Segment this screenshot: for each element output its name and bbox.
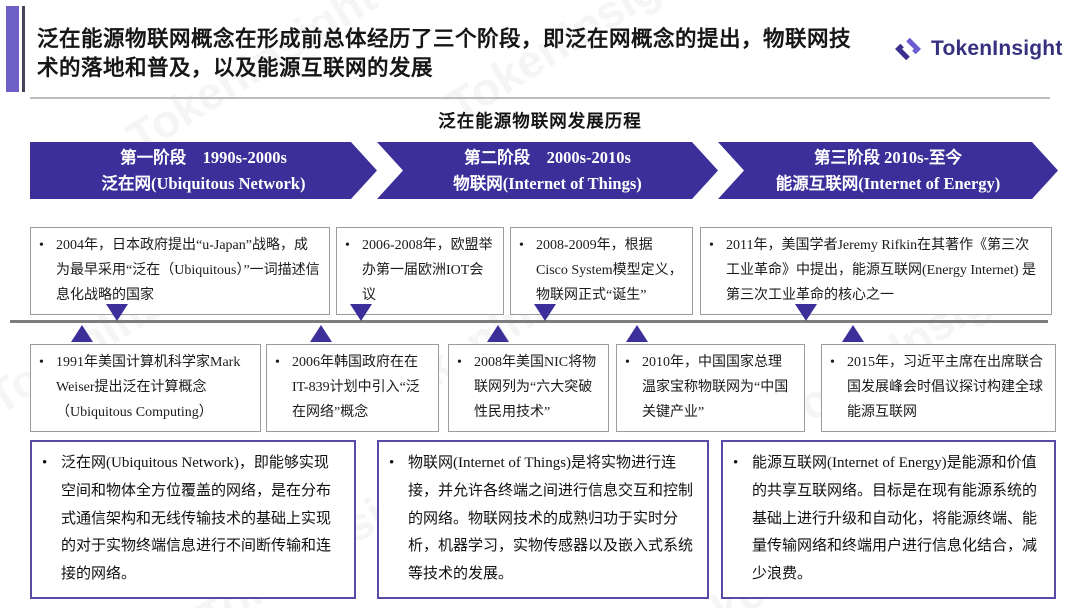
event-text: 2008年美国NIC将物联网列为“六大突破性民用技术” [474, 355, 597, 421]
definition-text: 能源互联网(Internet of Energy)是能源和价值的共享互联网络。目… [752, 455, 1038, 582]
stage-1-name: 泛在网(Ubiquitous Network) [101, 173, 306, 193]
top-event-box-2006: • 2006-2008年，欧盟举办第一届欧洲IOT会议 [336, 227, 504, 315]
stage-3-period: 第三阶段 2010s-至今 [813, 147, 963, 167]
bullet-icon: • [830, 355, 835, 370]
bullet-icon: • [625, 355, 630, 370]
stage-arrow-1: 第一阶段 1990s-2000s 泛在网(Ubiquitous Network) [30, 142, 377, 199]
event-text: 2011年，美国学者Jeremy Rifkin在其著作《第三次工业革命》中提出，… [726, 238, 1037, 304]
connector-down-triangle [106, 304, 128, 321]
bottom-event-box-2006: • 2006年韩国政府在在IT-839计划中引入“泛在网络”概念 [266, 344, 439, 432]
definition-box-internet-of-energy: • 能源互联网(Internet of Energy)是能源和价值的共享互联网络… [721, 440, 1056, 599]
timeline-axis [10, 320, 1048, 323]
definition-text: 物联网(Internet of Things)是将实物进行连接，并允许各终端之间… [408, 455, 694, 582]
definition-text: 泛在网(Ubiquitous Network)，即能够实现空间和物体全方位覆盖的… [61, 455, 332, 582]
event-text: 2015年，习近平主席在出席联合国发展峰会时倡议探讨构建全球能源互联网 [847, 355, 1043, 421]
bullet-icon: • [709, 238, 714, 253]
bullet-icon: • [345, 238, 350, 253]
event-text: 2004年，日本政府提出“u-Japan”战略，成为最早采用“泛在（Ubiqui… [56, 238, 320, 304]
diagram-title: 泛在能源物联网发展历程 [438, 111, 642, 131]
bullet-icon: • [42, 455, 48, 471]
connector-down-triangle [795, 304, 817, 321]
brand-logo: TokenInsight [893, 34, 1063, 64]
tokeninsight-logo-icon [895, 37, 921, 61]
bottom-event-box-1991: • 1991年美国计算机科学家Mark Weiser提出泛在计算概念（Ubiqu… [30, 344, 261, 432]
connector-up-triangle [71, 325, 93, 342]
top-event-box-2008: • 2008-2009年，根据Cisco System模型定义，物联网正式“诞生… [510, 227, 693, 315]
event-text: 2006-2008年，欧盟举办第一届欧洲IOT会议 [362, 238, 493, 304]
page-title-line1: 泛在能源物联网概念在形成前总体经历了三个阶段，即泛在网概念的提出，物联网技 [37, 27, 852, 51]
bullet-icon: • [519, 238, 524, 253]
event-text: 2010年，中国国家总理温家宝称物联网为“中国关键产业” [642, 355, 789, 421]
connector-down-triangle [534, 304, 556, 321]
page-title-line2: 术的落地和普及，以及能源互联网的发展 [37, 56, 434, 81]
header-accent-bar [6, 6, 19, 92]
connector-up-triangle [487, 325, 509, 342]
bottom-event-box-2010: • 2010年，中国国家总理温家宝称物联网为“中国关键产业” [616, 344, 805, 432]
top-event-box-2011: • 2011年，美国学者Jeremy Rifkin在其著作《第三次工业革命》中提… [700, 227, 1052, 315]
bullet-icon: • [275, 355, 280, 370]
top-event-box-2004: • 2004年，日本政府提出“u-Japan”战略，成为最早采用“泛在（Ubiq… [30, 227, 330, 315]
event-text: 2008-2009年，根据Cisco System模型定义，物联网正式“诞生” [536, 238, 683, 304]
definition-box-internet-of-things: • 物联网(Internet of Things)是将实物进行连接，并允许各终端… [377, 440, 709, 599]
bottom-event-box-2008: • 2008年美国NIC将物联网列为“六大突破性民用技术” [448, 344, 609, 432]
bullet-icon: • [389, 455, 395, 471]
header-divider [30, 97, 1050, 99]
stage-2-period: 第二阶段 2000s-2010s [464, 147, 631, 167]
page-title: 泛在能源物联网概念在形成前总体经历了三个阶段，即泛在网概念的提出，物联网技 术的… [37, 25, 897, 83]
stage-arrow-2: 第二阶段 2000s-2010s 物联网(Internet of Things) [377, 142, 718, 199]
bottom-event-box-2015: • 2015年，习近平主席在出席联合国发展峰会时倡议探讨构建全球能源互联网 [821, 344, 1056, 432]
header-accent-line [22, 6, 25, 92]
bullet-icon: • [733, 455, 739, 471]
bullet-icon: • [39, 355, 44, 370]
connector-up-triangle [626, 325, 648, 342]
event-text: 1991年美国计算机科学家Mark Weiser提出泛在计算概念（Ubiquit… [56, 355, 241, 421]
stage-1-period: 第一阶段 1990s-2000s [120, 147, 287, 167]
brand-name: TokenInsight [931, 37, 1063, 60]
stage-3-name: 能源互联网(Internet of Energy) [775, 173, 1001, 193]
definition-box-ubiquitous-network: • 泛在网(Ubiquitous Network)，即能够实现空间和物体全方位覆… [30, 440, 356, 599]
connector-up-triangle [842, 325, 864, 342]
stage-arrow-3: 第三阶段 2010s-至今 能源互联网(Internet of Energy) [718, 142, 1058, 199]
bullet-icon: • [457, 355, 462, 370]
stage-2-name: 物联网(Internet of Things) [453, 173, 642, 193]
event-text: 2006年韩国政府在在IT-839计划中引入“泛在网络”概念 [292, 355, 420, 421]
bullet-icon: • [39, 238, 44, 253]
connector-up-triangle [310, 325, 332, 342]
connector-down-triangle [350, 304, 372, 321]
